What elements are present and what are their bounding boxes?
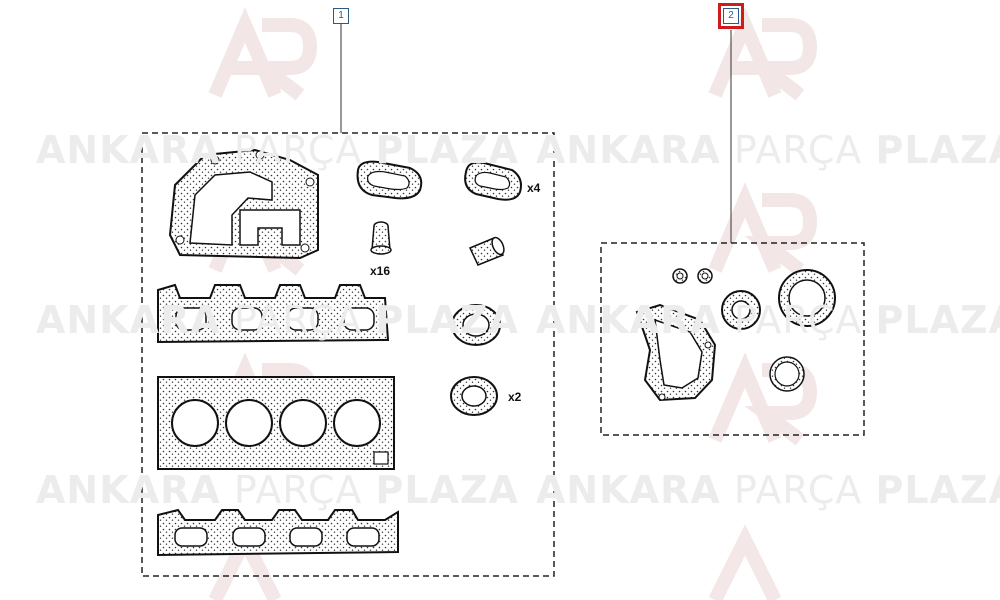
callout-1[interactable]: 1 [333, 8, 349, 24]
large-oil-seal[interactable] [778, 269, 836, 327]
tube-seal[interactable] [468, 236, 506, 266]
kit-1-frame [141, 132, 555, 577]
kit-2-frame [600, 242, 865, 436]
medium-oil-seal[interactable] [721, 290, 761, 330]
callout-2[interactable]: 2 [718, 3, 744, 29]
cylinder-head-gasket[interactable] [157, 376, 395, 470]
oil-seal-qty: x2 [508, 390, 522, 404]
intake-port-gasket[interactable] [464, 161, 522, 201]
oval-gasket[interactable] [356, 160, 423, 200]
camshaft-oil-seal[interactable] [450, 376, 498, 416]
intake-manifold-gasket[interactable] [157, 508, 399, 557]
valve-stem-seal[interactable] [370, 221, 392, 255]
exhaust-manifold-gasket[interactable] [157, 283, 390, 344]
intake-gasket-qty: x4 [527, 181, 541, 195]
small-o-ring-left[interactable] [672, 268, 688, 284]
valve-seal-qty: x16 [370, 264, 391, 278]
crankshaft-oil-seal[interactable] [451, 304, 501, 346]
small-o-ring-right[interactable] [697, 268, 713, 284]
water-pump-gasket[interactable] [635, 303, 717, 402]
large-o-ring[interactable] [769, 356, 805, 392]
timing-cover-gasket[interactable] [168, 148, 319, 260]
